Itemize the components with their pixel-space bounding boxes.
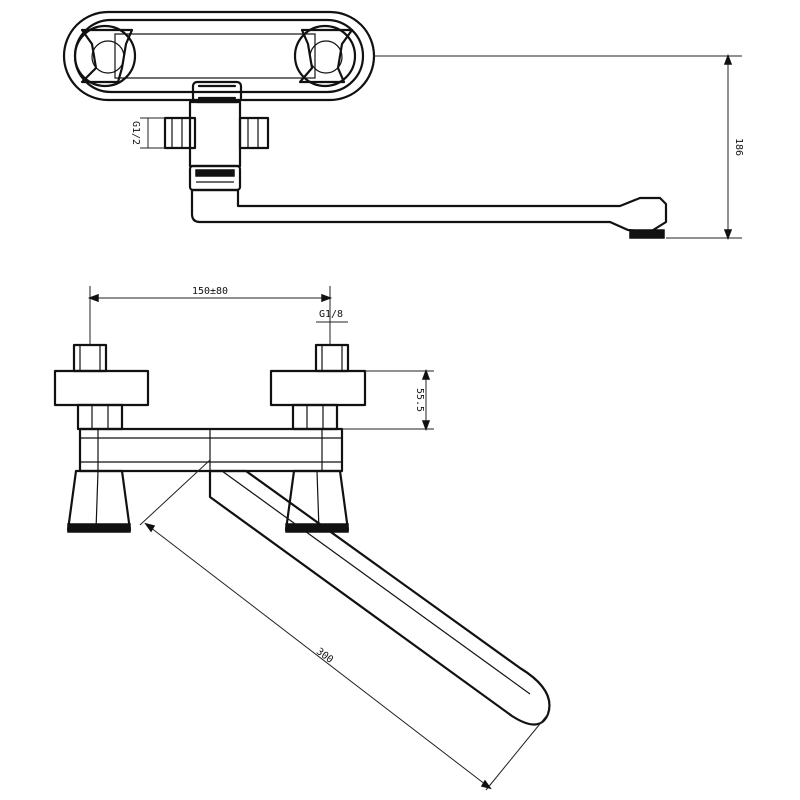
right-inlet-nipple — [314, 343, 350, 373]
valve-body — [163, 80, 270, 192]
spout-side — [190, 188, 668, 239]
dim-center-distance: 150±80 — [87, 286, 333, 345]
dim-body-height: 55.5 — [342, 368, 434, 432]
dim-label-inlet-side: G1/2 — [130, 121, 141, 145]
dim-label-center-distance: 150±80 — [192, 286, 228, 297]
dim-label-inlet-top: G1/8 — [319, 309, 343, 320]
dim-label-total-height: 186 — [733, 138, 744, 156]
right-nut — [291, 403, 339, 431]
left-inlet-nipple — [72, 343, 108, 373]
left-flange — [53, 369, 150, 407]
dim-inlet-side: G1/2 — [130, 117, 165, 149]
side-elevation-view: G1/2 186 — [62, 10, 744, 241]
right-flange — [269, 369, 367, 407]
dim-inlet-top: G1/8 — [316, 309, 348, 323]
mixer-body — [78, 427, 344, 473]
right-handle-knob — [293, 24, 357, 88]
front-elevation-view: 150±80 G1/8 55.5 300 — [53, 286, 551, 791]
dim-label-spout-length: 300 — [314, 646, 335, 666]
dim-spout-length: 300 — [139, 459, 549, 791]
dim-label-body-height: 55.5 — [414, 388, 425, 412]
spout-front — [208, 469, 551, 726]
left-handle-front — [66, 469, 132, 533]
left-nut — [76, 403, 124, 431]
dim-total-height: 186 — [374, 53, 744, 241]
right-handle-front — [284, 469, 350, 533]
left-handle-knob — [73, 24, 137, 88]
